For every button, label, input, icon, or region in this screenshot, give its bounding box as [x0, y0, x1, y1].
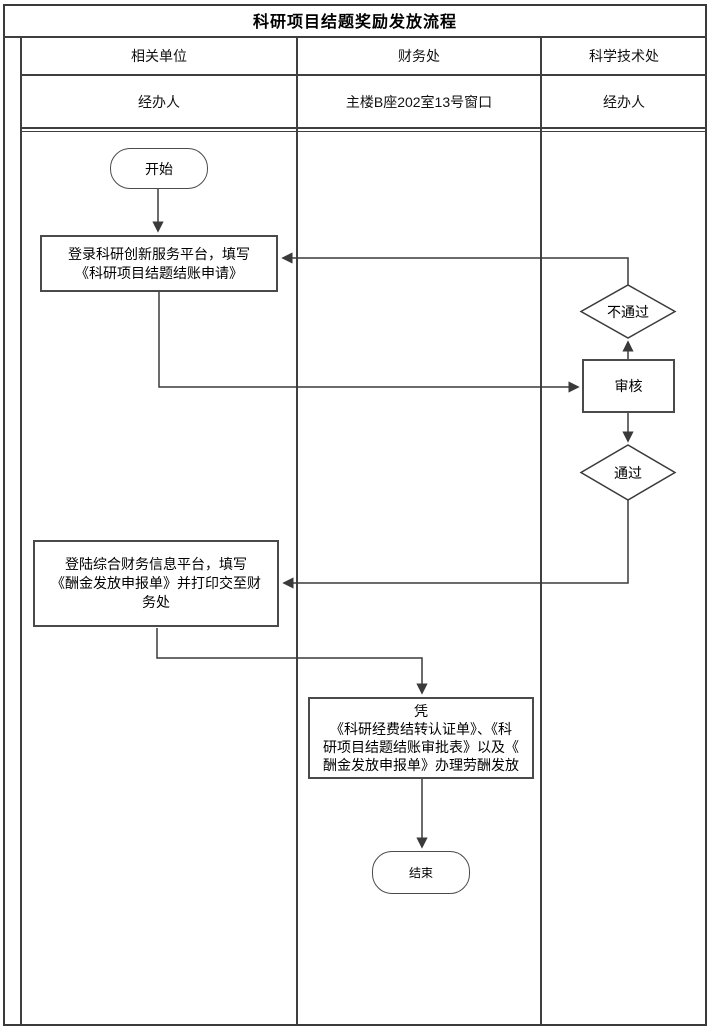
node-fill-payment-form: 登陆综合财务信息平台，填写 《酬金发放申报单》并打印交至财 务处	[33, 540, 279, 627]
node-process-payment: 凭 《科研经费结转认证单》、《科 研项目结题结账审批表》以及《 酬金发放申报单》…	[308, 697, 534, 779]
lane-handler-science-tech-office: 经办人	[603, 93, 645, 110]
node-fill-payment-form-line1: 登陆综合财务信息平台，填写	[65, 556, 247, 572]
node-start: 开始	[110, 148, 208, 189]
arrow-approved-to-fill-payment-form	[282, 500, 629, 589]
decision-rejected-diamond	[579, 284, 677, 339]
page-border	[3, 4, 707, 1026]
header-row-divider	[20, 74, 707, 76]
lane-divider-2	[540, 38, 542, 1024]
lane-handler-related-unit: 经办人	[138, 93, 180, 110]
arrow-fill-application-to-review	[158, 292, 580, 393]
node-review: 审核	[582, 359, 675, 413]
node-decision-approved-label: 通过	[614, 465, 642, 481]
node-review-label: 审核	[614, 377, 643, 394]
node-fill-payment-form-line2: 《酬金发放申报单》并打印交至财	[51, 575, 261, 591]
node-fill-application: 登录科研创新服务平台，填写 《科研项目结题结账申请》	[40, 235, 278, 292]
node-process-payment-line2: 《科研经费结转认证单》、《科	[330, 721, 512, 737]
lane-header-related-unit: 相关单位	[131, 48, 187, 64]
lane-header-science-tech-office: 科学技术处	[589, 48, 659, 64]
node-end: 结束	[372, 851, 470, 894]
handler-row-underline	[20, 131, 707, 132]
page-title: 科研项目结题奖励发放流程	[252, 14, 457, 31]
node-decision-rejected-label: 不通过	[607, 304, 649, 320]
node-process-payment-line1: 凭	[414, 703, 428, 719]
node-fill-application-line1: 登录科研创新服务平台，填写	[68, 245, 250, 262]
node-start-label: 开始	[145, 160, 173, 177]
title-divider	[3, 36, 707, 38]
arrow-fill-payment-form-to-process-payment	[156, 628, 428, 695]
handler-row-border	[20, 127, 707, 129]
lane-handler-finance-office: 主楼B座202室13号窗口	[345, 93, 493, 110]
decision-approved-diamond	[579, 444, 677, 501]
node-fill-payment-form-line3: 务处	[142, 594, 170, 610]
lane-divider-1	[296, 38, 298, 1024]
node-fill-application-line2: 《科研项目结题结账申请》	[75, 264, 243, 281]
left-margin-divider	[20, 38, 22, 1024]
node-end-label: 结束	[408, 866, 433, 880]
node-process-payment-line3: 研项目结题结账审批表》以及《	[323, 739, 519, 755]
node-process-payment-line4: 酬金发放申报单》办理劳酬发放	[323, 757, 519, 773]
lane-header-finance-office: 财务处	[398, 48, 440, 64]
arrow-rejected-to-fill-application	[281, 252, 629, 285]
